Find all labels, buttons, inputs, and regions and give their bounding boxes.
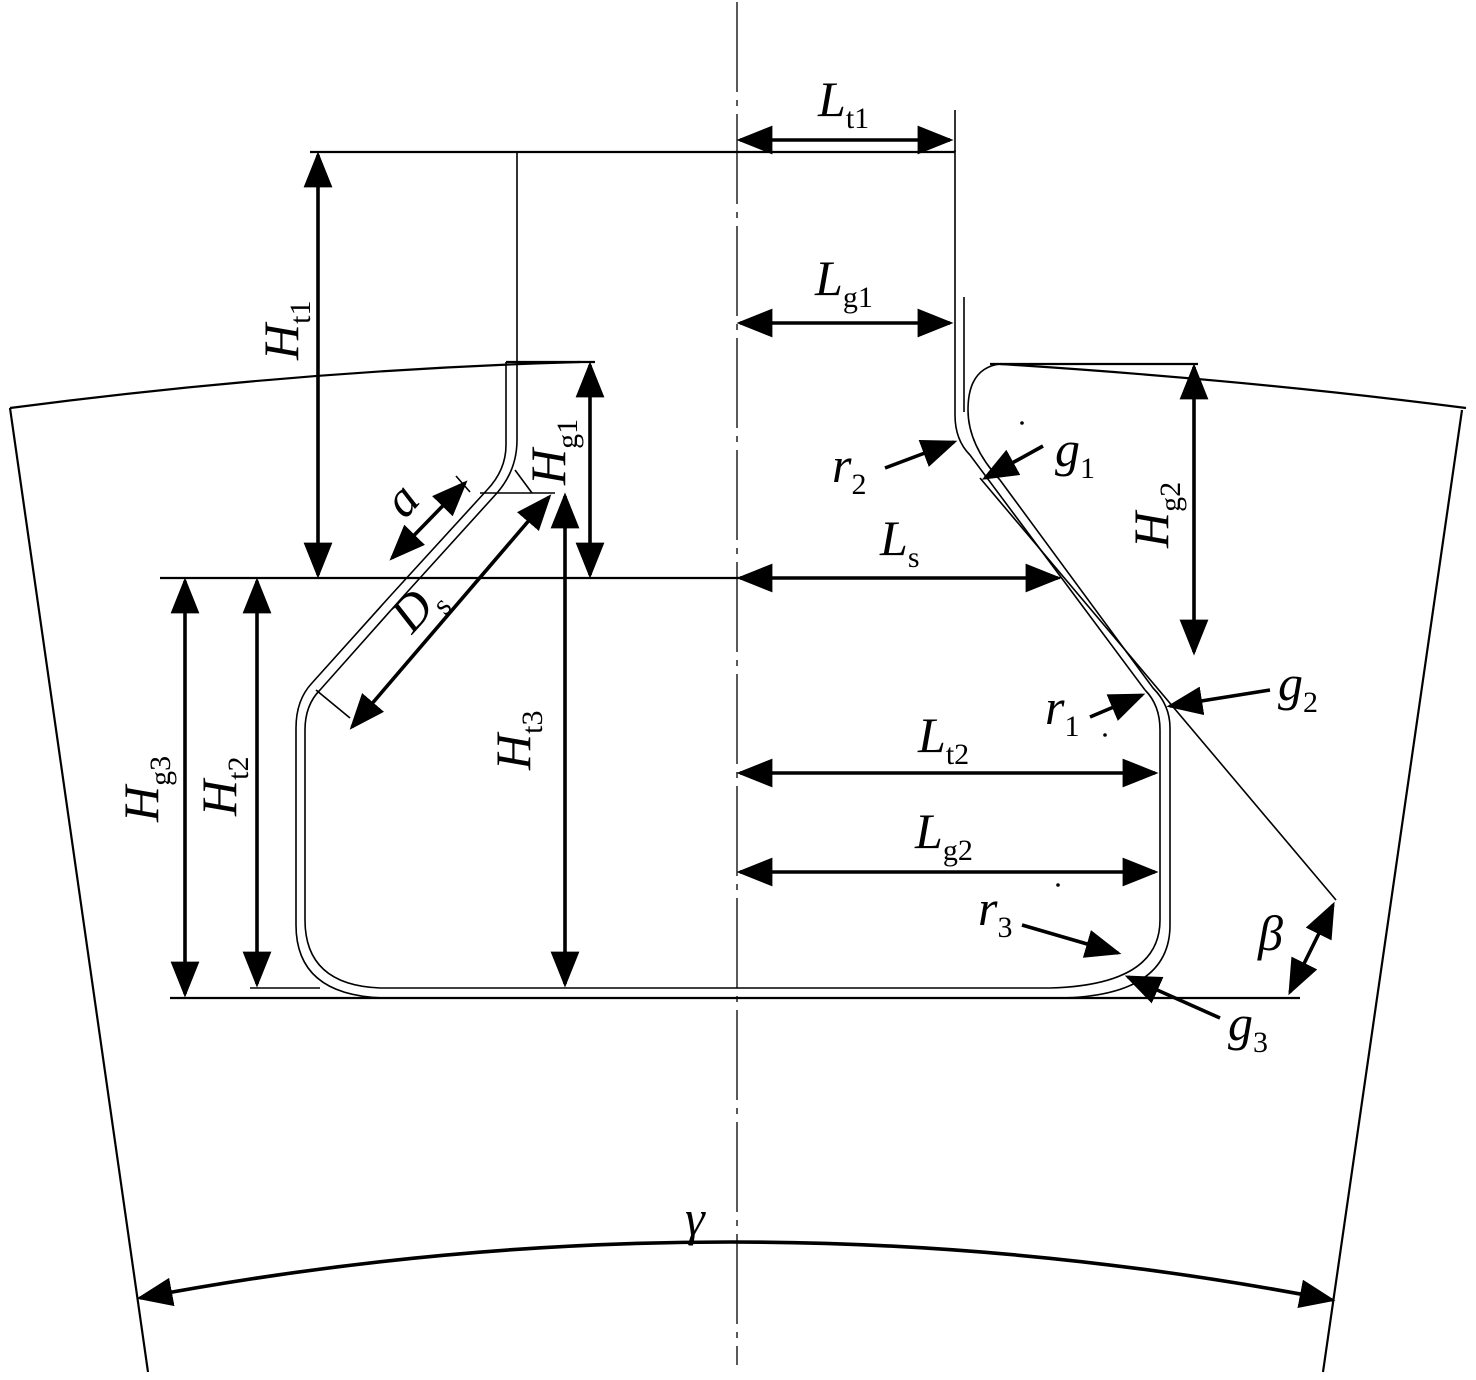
extension-lines — [160, 110, 1300, 1000]
slot-inner-contour — [304, 152, 1161, 989]
label-Ht2: Ht2 — [191, 757, 255, 817]
label-Lt2: Lt2 — [917, 707, 969, 771]
dot-mark — [1103, 733, 1107, 737]
slot-right-wall-inner — [954, 150, 1146, 691]
leader-r1 — [1089, 693, 1146, 721]
leader-r2 — [884, 439, 958, 470]
label-g2: g2 — [1278, 655, 1318, 719]
leader-g1 — [981, 444, 1044, 480]
label-Ht3: Ht3 — [485, 711, 549, 771]
leader-r3 — [1021, 923, 1122, 958]
dim-beta — [1288, 901, 1335, 996]
core-sector-outline — [8, 360, 1467, 1373]
dot-mark — [1056, 883, 1060, 887]
dimension-labels: Lt1 Lg1 Ls Lt2 Lg2 Ht1 Hg1 Hg2 Hg3 Ht2 H… — [113, 71, 1318, 1246]
label-Lg1: Lg1 — [814, 250, 873, 314]
leader-g2 — [1166, 686, 1271, 716]
label-g3: g3 — [1228, 995, 1268, 1059]
dim-gamma — [136, 1240, 1336, 1308]
drawing-dots — [1020, 421, 1107, 887]
slot-contour — [295, 150, 1337, 999]
chamfer-extension-line — [979, 477, 1337, 901]
dot-mark — [1020, 421, 1024, 425]
label-gamma: γ — [685, 1190, 706, 1246]
dimension-arrows — [136, 125, 1336, 1308]
label-a: a — [372, 471, 430, 527]
label-beta: β — [1257, 905, 1283, 961]
label-Ls: Ls — [879, 510, 920, 574]
label-Lt1: Lt1 — [817, 71, 869, 135]
label-Hg2: Hg2 — [1123, 482, 1187, 549]
label-g1: g1 — [1055, 421, 1095, 485]
core-top-arc-left — [9, 360, 581, 410]
label-r1: r1 — [1045, 679, 1079, 743]
label-Lg2: Lg2 — [914, 803, 973, 867]
core-top-arc-right — [999, 362, 1467, 410]
label-Hg1: Hg1 — [520, 419, 584, 486]
label-r3: r3 — [978, 880, 1012, 944]
leader-g3 — [1124, 975, 1221, 1020]
tick-ds-end — [315, 689, 351, 719]
tick-slot-shoulder — [514, 469, 533, 494]
label-Hg3: Hg3 — [113, 756, 177, 823]
slot-outer-contour — [295, 362, 1171, 999]
core-right-edge — [1321, 409, 1464, 1373]
leader-arrows — [884, 439, 1271, 1020]
core-left-edge — [8, 407, 150, 1373]
label-Ht1: Ht1 — [253, 301, 317, 361]
dim-Ds — [349, 494, 552, 730]
label-r2: r2 — [832, 437, 866, 501]
